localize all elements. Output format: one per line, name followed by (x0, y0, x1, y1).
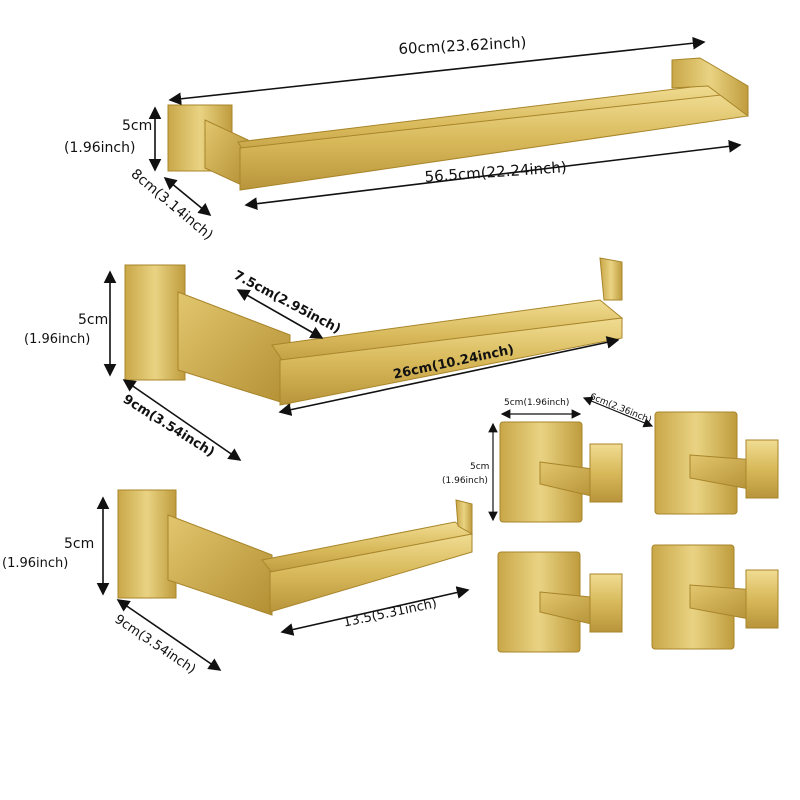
paper-holder (117, 489, 474, 616)
hook-depth-arrow (582, 396, 654, 428)
paper-holder-height-cm-label: 5cm (64, 536, 95, 552)
towel-ring (124, 257, 624, 406)
towel-bar-length-top-arrow (168, 36, 706, 106)
paper-holder-height-in-label: (1.96inch) (2, 556, 69, 571)
towel-ring-base-plate (124, 264, 186, 381)
towel-bar-length-bottom-arrow (244, 139, 742, 211)
hook-height-cm-label: 5cm (470, 462, 490, 472)
hook-bottom-left (497, 551, 623, 653)
hook-height-in-label: (1.96inch) (442, 476, 488, 486)
towel-bar-height-in-label: (1.96inch) (64, 140, 136, 156)
towel-ring-arm-arrow (236, 289, 324, 339)
towel-bar-depth-arrow (163, 176, 212, 217)
paper-holder-arm (167, 514, 273, 616)
towel-bar-height-cm-label: 5cm (122, 118, 153, 134)
hook-top-right (654, 411, 779, 515)
towel-ring-arm (177, 291, 291, 406)
hook-bottom-right (651, 544, 779, 650)
paper-holder-end (455, 499, 473, 535)
towel-ring-height-in-label: (1.96inch) (24, 332, 91, 347)
towel-ring-end (599, 257, 623, 301)
hook-width-label: 5cm(1.96inch) (504, 398, 570, 408)
paper-holder-depth-arrow (116, 599, 222, 671)
paper-holder-base-plate (117, 489, 177, 599)
towel-ring-length-arrow (278, 336, 620, 416)
paper-holder-length-arrow (280, 586, 470, 636)
towel-ring-depth-arrow (122, 379, 242, 461)
towel-ring-height-cm-label: 5cm (78, 312, 109, 328)
hook-top-left (499, 421, 623, 523)
